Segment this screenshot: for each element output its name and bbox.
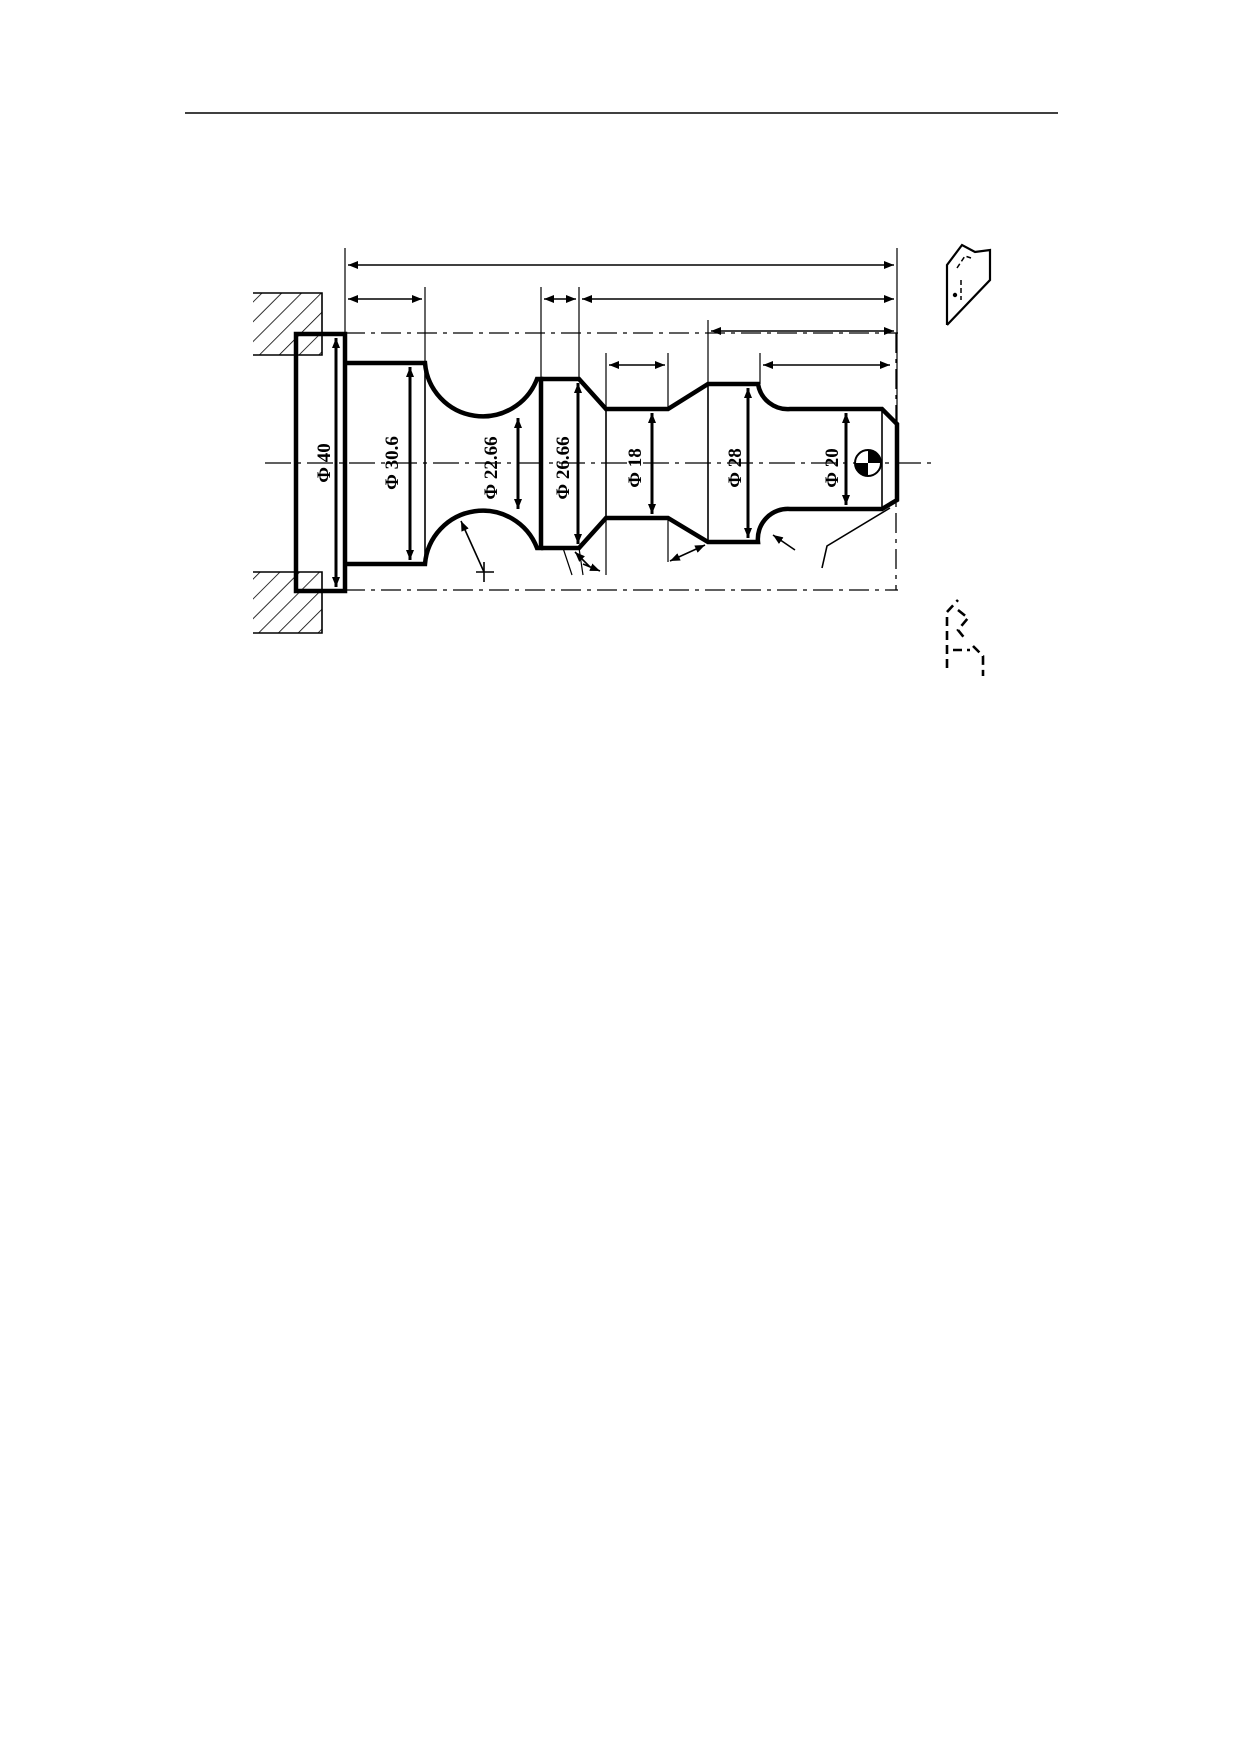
leader-radius-right [772, 534, 796, 551]
turning-tool-icon [945, 243, 992, 326]
leader-chamfer-left [574, 551, 591, 568]
leader-radius-groove [460, 520, 485, 573]
label-d30-6: Φ 30.6 [382, 436, 403, 490]
part-profile [293, 331, 900, 594]
leader-lines [460, 507, 891, 582]
cutting-tool-icon [945, 599, 985, 676]
label-d18: Φ 18 [625, 448, 646, 488]
chuck-jaw-upper [253, 293, 322, 355]
chuck-jaw-lower [253, 572, 322, 633]
leader-chamfer-right [821, 507, 891, 569]
diameter-dimensions [332, 338, 850, 587]
leader-taper [669, 544, 706, 562]
leader-chamfer-left-2 [582, 563, 601, 572]
label-d20: Φ 20 [822, 448, 843, 488]
diameter-labels: Φ 40 Φ 30.6 Φ 22.66 Φ 26.66 Φ 18 Φ 28 Φ … [314, 436, 843, 500]
label-d26-66: Φ 26.66 [553, 436, 574, 499]
label-d40: Φ 40 [314, 443, 335, 483]
label-d28: Φ 28 [725, 448, 746, 488]
extension-lines [344, 248, 898, 576]
flange-d40 [293, 331, 348, 594]
part-outline [345, 360, 544, 567]
workpiece-origin-icon [854, 449, 882, 477]
label-d22-66: Φ 22.66 [481, 436, 502, 499]
length-dimensions [348, 261, 894, 369]
part-outline-mid [541, 376, 900, 551]
chuck-jaw-icon [253, 292, 323, 634]
